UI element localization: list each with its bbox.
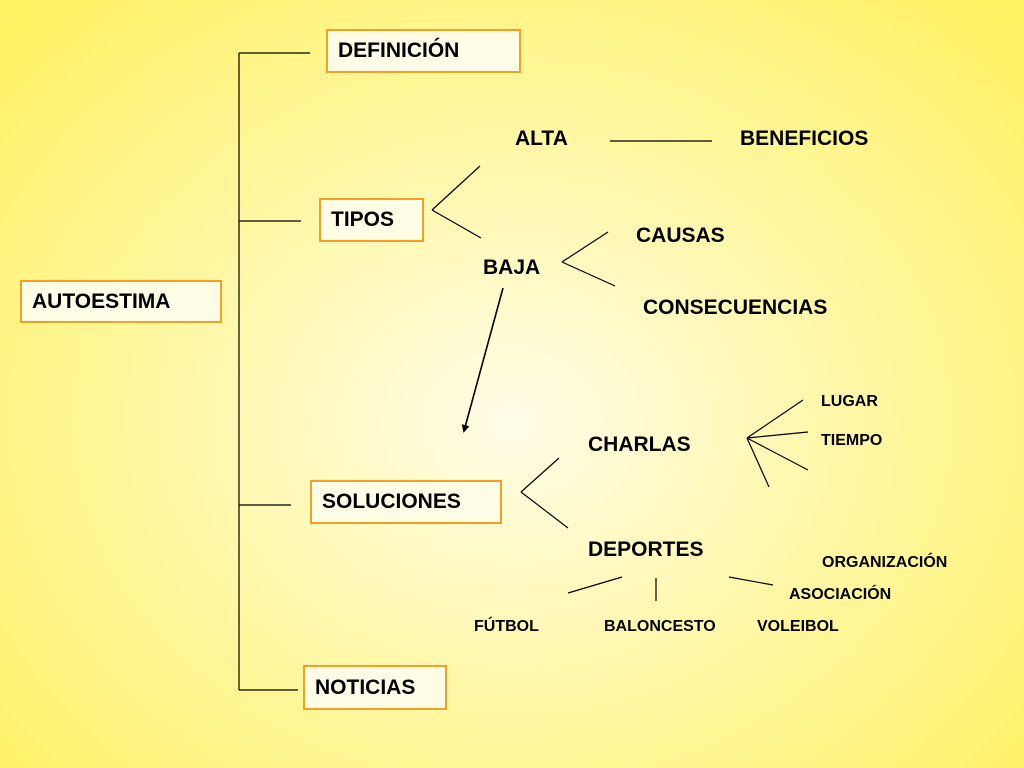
charlas-fan-line [746,437,809,471]
tipos-to-baja-line [431,209,482,239]
root-autoestima-box: AUTOESTIMA [20,280,222,323]
lugar-label: LUGAR [821,393,878,410]
tipos-box: TIPOS [319,198,424,242]
baja-to-consecuencias-line [561,261,616,287]
voleibol-label: VOLEIBOL [757,618,839,635]
tipos-to-alta-line [431,165,481,211]
futbol-label: FÚTBOL [474,618,539,635]
asociacion-label: ASOCIACIÓN [789,586,892,603]
root-label: AUTOESTIMA [32,289,171,313]
definicion-box: DEFINICIÓN [326,29,521,73]
baloncesto-label: BALONCESTO [604,618,716,635]
causas-label: CAUSAS [636,224,725,247]
beneficios-label: BENEFICIOS [740,127,869,150]
organizacion-label: ORGANIZACIÓN [822,554,948,571]
noticias-label: NOTICIAS [315,675,416,699]
charlas-fan-line [746,437,770,488]
noticias-box: NOTICIAS [303,665,447,710]
deportes-to-futbol-line [567,576,623,594]
baja-label: BAJA [483,256,541,279]
baja-to-causas-line [561,231,609,263]
charlas-label: CHARLAS [588,433,691,456]
soluciones-label: SOLUCIONES [322,490,461,513]
tipos-label: TIPOS [331,208,395,231]
tiempo-label: TIEMPO [821,432,883,449]
soluciones-to-charlas-line [520,457,560,493]
consecuencias-label: CONSECUENCIAS [643,296,828,319]
deportes-label: DEPORTES [588,538,704,561]
definicion-label: DEFINICIÓN [338,39,460,62]
soluciones-to-deportes-line [520,491,569,529]
charlas-to-lugar-line [746,399,804,439]
deportes-to-voleibol-line [728,576,774,586]
alta-label: ALTA [515,127,568,150]
charlas-to-tiempo-line [746,431,809,439]
soluciones-box: SOLUCIONES [310,480,502,524]
baja-to-soluciones-arrow [461,287,504,433]
